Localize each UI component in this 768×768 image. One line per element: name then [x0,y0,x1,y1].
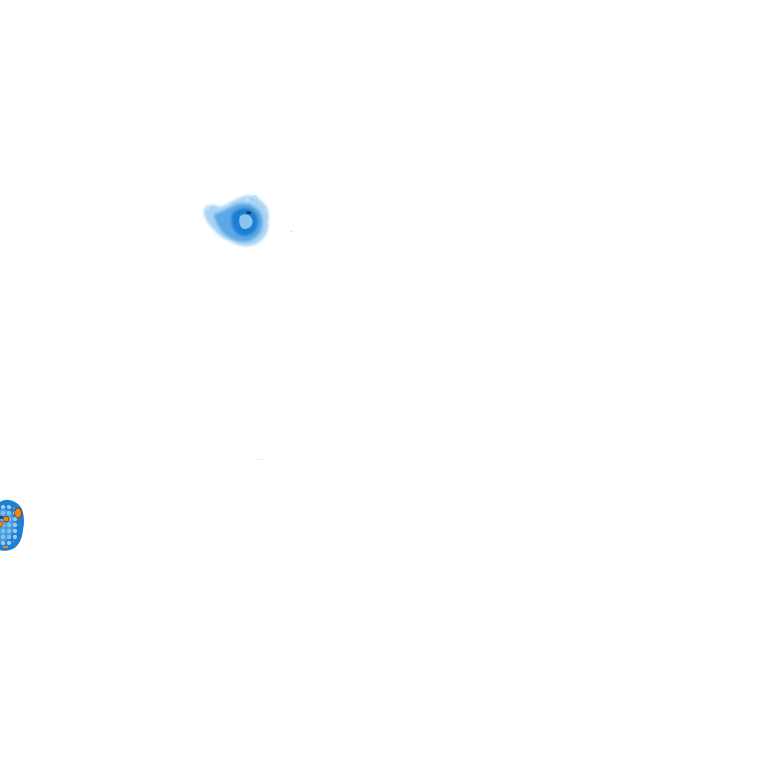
cell-left-core [2,516,10,522]
cell-upper-interior [239,214,253,229]
cell-left-edge-dark [0,516,3,519]
stray-echo [290,231,292,232]
cell-left-core [3,546,8,548]
cell-upper-speckle [244,196,250,202]
cell-left-core [0,521,4,527]
precipitation-cell-upper [204,195,269,247]
cell-upper-speckle [253,195,257,199]
cell-upper-speckle [264,208,268,212]
cell-upper-core [246,211,250,214]
cell-left-core [14,507,22,519]
stray-echo [256,459,264,460]
cell-upper-core [249,212,251,214]
cell-upper-speckle [205,205,211,211]
precipitation-cell-left-edge [0,499,24,551]
stray-echoes [256,231,292,460]
